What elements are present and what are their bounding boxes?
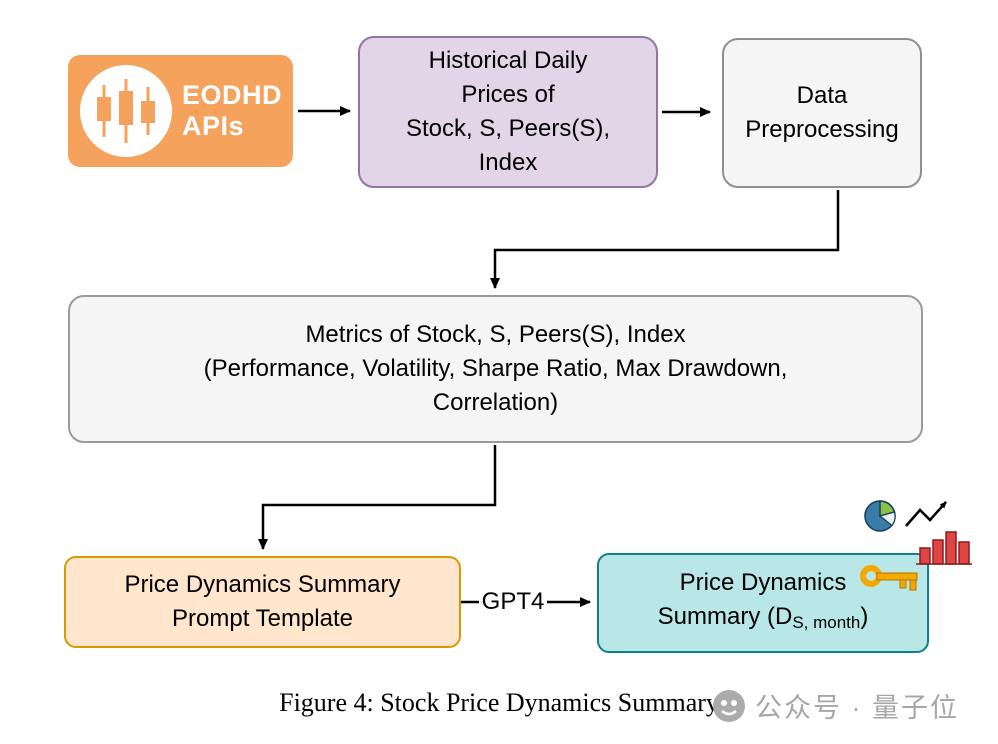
node-historical-prices: Historical Daily Prices of Stock, S, Pee… [358,36,658,188]
node-data-preprocessing: Data Preprocessing [722,38,922,188]
node-text-line: Data [796,82,848,109]
node-text-line: Summary (DS, month) [658,600,869,640]
node-text-line: Index [478,149,538,176]
output-line-subscript: S, month [792,613,861,632]
edge-label-gpt4: GPT4 [480,587,546,617]
node-text-line: Price Dynamics [679,569,847,596]
watermark-text: 公众号 · 量子位 [755,693,959,723]
logo-brand-line1: EODHD [182,80,283,110]
logo-brand-text: EODHD APIs [182,80,282,142]
candlestick-chart-glyph [97,79,155,143]
candlestick-chart-icon [80,65,172,157]
qbitai-logo-icon [713,689,745,722]
node-text-line: Historical Daily [428,47,588,74]
node-metrics: Metrics of Stock, S, Peers(S), Index (Pe… [68,295,923,443]
node-text-line: Metrics of Stock, S, Peers(S), Index [305,321,686,348]
bar-chart-icon [916,531,972,565]
growth-arrow-icon [905,501,947,527]
output-line-suffix: ) [860,603,869,630]
eodhd-logo: EODHD APIs [68,55,293,167]
node-text-line: Prices of [461,81,555,108]
pie-chart-icon [864,500,896,532]
finance-decoration-icons [860,500,972,591]
logo-brand-line2: APIs [182,111,245,141]
watermark: 公众号 · 量子位 [712,686,959,725]
node-text-line: Price Dynamics Summary [124,571,401,598]
node-text-line: Preprocessing [745,116,899,143]
node-text-line: Prompt Template [172,605,353,632]
node-prompt-template: Price Dynamics Summary Prompt Template [64,556,461,648]
key-icon [860,565,918,591]
node-text-line: Stock, S, Peers(S), [405,115,611,142]
node-text-line: Correlation) [432,389,559,416]
figure-caption: Figure 4: Stock Price Dynamics Summary [279,688,719,717]
node-text-line: (Performance, Volatility, Sharpe Ratio, … [203,355,788,382]
output-line-prefix: Summary (D [657,603,793,630]
